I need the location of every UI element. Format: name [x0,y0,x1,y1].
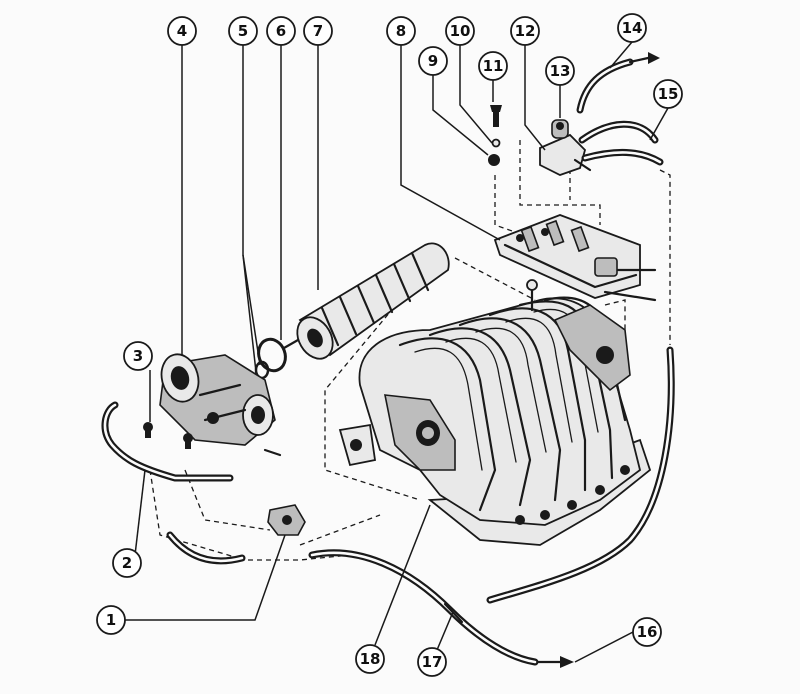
air-intake-resonator [296,242,450,360]
callout-2: 2 [112,548,142,578]
callout-label: 3 [133,347,143,365]
callout-label: 4 [177,22,187,40]
small-fasteners [488,105,502,166]
callout-15: 15 [653,79,683,109]
right-vent-hose [486,346,675,604]
leader-lines [125,41,669,663]
callout-4: 4 [167,16,197,46]
callout-6: 6 [266,16,296,46]
callout-label: 12 [515,22,536,40]
callout-label: 7 [313,22,323,40]
callout-10: 10 [445,16,475,46]
callout-11: 11 [478,51,508,81]
callout-label: 11 [483,57,504,75]
vacuum-hoses [576,52,664,166]
callout-label: 16 [637,623,658,641]
callout-18: 18 [355,644,385,674]
callout-label: 10 [450,22,471,40]
callout-9: 9 [418,46,448,76]
callout-13: 13 [545,56,575,86]
intake-manifold [338,279,652,546]
assembly-guide-lines [149,140,671,561]
callout-label: 6 [276,22,286,40]
callout-label: 2 [122,554,132,572]
callout-label: 18 [360,650,381,668]
callout-label: 17 [422,653,443,671]
callout-label: 1 [106,611,116,629]
callout-17: 17 [417,647,447,677]
callout-3: 3 [123,341,153,371]
callout-1: 1 [96,605,126,635]
callout-7: 7 [303,16,333,46]
mounting-screws [143,422,193,449]
callout-label: 14 [622,19,643,37]
callout-5: 5 [228,16,258,46]
callout-label: 9 [428,52,438,70]
callout-label: 8 [396,22,406,40]
callout-label: 13 [550,62,571,80]
valve-bracket-plate [493,214,657,302]
callout-12: 12 [510,16,540,46]
sensor-connector [267,504,306,536]
callout-label: 15 [658,85,679,103]
solenoid-valve [539,119,592,176]
callout-label: 5 [238,22,248,40]
lower-vacuum-hose [308,549,574,668]
throttle-body [101,353,282,565]
callout-8: 8 [386,16,416,46]
seal-rings [254,337,300,380]
callout-14: 14 [617,13,647,43]
callout-16: 16 [632,617,662,647]
